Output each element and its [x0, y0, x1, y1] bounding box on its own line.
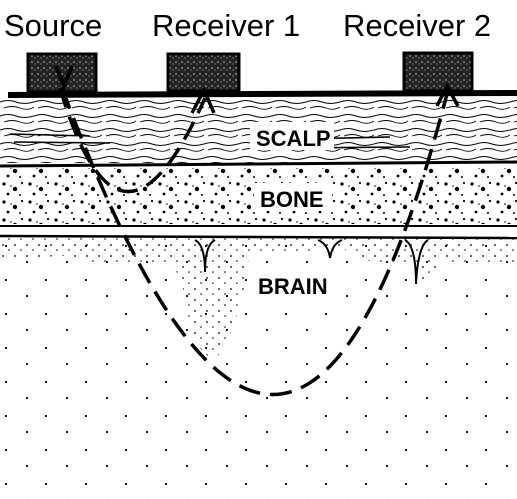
receiver-2-label: Receiver 2	[343, 8, 491, 43]
receiver-1-label: Receiver 1	[152, 8, 300, 43]
receiver-1-optode	[168, 54, 239, 91]
bone-label: BONE	[260, 187, 324, 212]
receiver-2-optode	[404, 53, 472, 91]
source-label: Source	[4, 8, 102, 43]
scalp-label: SCALP	[256, 126, 331, 151]
brain-label: BRAIN	[258, 274, 328, 299]
